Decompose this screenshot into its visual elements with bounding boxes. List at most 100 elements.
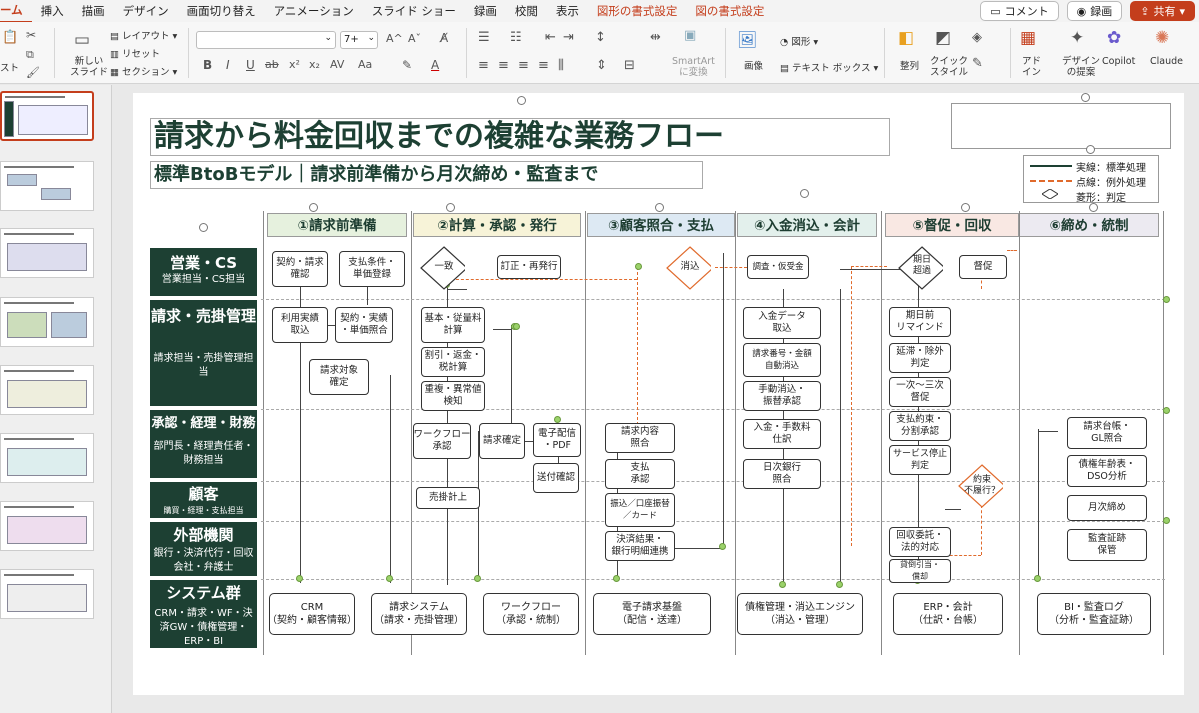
font-size-combo[interactable]: 7+⌄: [340, 31, 378, 49]
tab-slideshow[interactable]: スライド ショー: [371, 4, 456, 18]
flow-box[interactable]: 請求番号・金額 自動消込: [743, 343, 821, 377]
subscript-icon[interactable]: x₂: [309, 58, 320, 71]
rotate-handle-icon[interactable]: [1089, 203, 1098, 212]
flow-box[interactable]: 利用実績 取込: [272, 307, 328, 343]
arrange-icon[interactable]: ◧: [898, 28, 915, 48]
flow-box[interactable]: 契約・実績 ・単価照合: [335, 307, 393, 343]
columns-icon[interactable]: ⫼: [558, 58, 564, 73]
lane-customer[interactable]: 顧客購買・経理・支払担当: [149, 481, 258, 519]
arrange-button[interactable]: 整列: [900, 61, 920, 72]
quick-styles-button[interactable]: クイック スタイル: [930, 56, 969, 78]
flow-box[interactable]: 一次〜三次 督促: [889, 377, 951, 407]
slide-thumbnail[interactable]: [0, 297, 94, 347]
decision-diamond[interactable]: [665, 245, 711, 291]
highlight-icon[interactable]: ✎: [402, 58, 413, 72]
slide-thumbnail[interactable]: [0, 569, 94, 619]
flow-box[interactable]: 延滞・除外 判定: [889, 343, 951, 373]
tab-view[interactable]: 表示: [555, 4, 579, 18]
flow-box[interactable]: 回収委託・ 法的対応: [889, 527, 951, 557]
flow-box[interactable]: 請求台帳・ GL照合: [1067, 417, 1147, 449]
flow-box[interactable]: 売掛計上: [416, 487, 480, 509]
slide-thumbnail[interactable]: [0, 91, 94, 141]
flow-box[interactable]: 送付確認: [533, 463, 579, 493]
decision-diamond[interactable]: [419, 245, 465, 291]
text-direction-icon[interactable]: ⇕: [596, 58, 607, 73]
slide-thumbnail[interactable]: [0, 228, 94, 278]
flow-box[interactable]: 請求確定: [479, 423, 525, 459]
flow-box[interactable]: 手動消込・ 振替承認: [743, 381, 821, 411]
numbering-icon[interactable]: ☷: [510, 30, 522, 45]
bullets-icon[interactable]: ☰: [478, 30, 490, 45]
shape-fill-icon[interactable]: ◈: [972, 30, 982, 45]
slide-thumbnail[interactable]: [0, 365, 94, 415]
align-text-icon[interactable]: ⊟: [624, 58, 635, 73]
format-painter-icon[interactable]: 🖌: [26, 66, 40, 79]
slide-subtitle[interactable]: 標準BtoBモデル｜請求前準備から月次締め・監査まで: [150, 161, 703, 189]
smartart-button[interactable]: SmartArt に変換: [672, 56, 715, 78]
rotate-handle-icon[interactable]: [655, 203, 664, 212]
justify-icon[interactable]: ≡: [538, 58, 549, 73]
flow-box[interactable]: 請求内容 照合: [605, 423, 675, 453]
quick-styles-icon[interactable]: ◩: [935, 28, 952, 48]
flow-box[interactable]: 重複・異常値 検知: [421, 381, 485, 411]
phase-header-4[interactable]: ④入金消込・会計: [737, 213, 877, 237]
shapes-button[interactable]: ◔ 図形 ▾: [780, 37, 819, 48]
flow-box[interactable]: 振込／口座振替 ／カード: [605, 493, 675, 527]
flow-box[interactable]: 決済結果・ 銀行明細連携: [605, 531, 675, 561]
rotate-handle-icon[interactable]: [1081, 93, 1090, 102]
slide-thumbnail[interactable]: [0, 501, 94, 551]
flow-box[interactable]: 監査証跡 保管: [1067, 529, 1147, 561]
italic-icon[interactable]: I: [226, 58, 230, 72]
flow-box[interactable]: 支払条件・ 単価登録: [339, 251, 405, 287]
rotate-handle-icon[interactable]: [961, 203, 970, 212]
system-box[interactable]: CRM （契約・顧客情報）: [267, 593, 357, 635]
system-box[interactable]: ワークフロー （承認・統制）: [483, 593, 579, 635]
claude-button[interactable]: Claude: [1150, 56, 1183, 67]
flow-box[interactable]: 月次締め: [1067, 495, 1147, 521]
flow-box[interactable]: 割引・返金・ 税計算: [421, 347, 485, 377]
copilot-button[interactable]: Copilot: [1102, 56, 1136, 67]
comment-button[interactable]: ▭コメント: [980, 1, 1059, 21]
slide-thumbnail[interactable]: [0, 161, 94, 211]
indent-decrease-icon[interactable]: ⇤: [545, 30, 556, 45]
indent-increase-icon[interactable]: ⇥: [563, 30, 574, 45]
copy-icon[interactable]: ⧉: [26, 48, 34, 61]
tab-design[interactable]: デザイン: [122, 4, 169, 18]
paste-label[interactable]: スト: [0, 63, 20, 74]
rotate-handle-icon[interactable]: [1086, 145, 1095, 154]
line-spacing-icon[interactable]: ↕: [595, 30, 606, 45]
underline-icon[interactable]: U: [246, 58, 255, 72]
align-left-icon[interactable]: ≡: [478, 58, 489, 73]
tab-draw[interactable]: 描画: [81, 4, 105, 18]
claude-icon[interactable]: ✺: [1155, 28, 1170, 48]
tab-home[interactable]: ーム: [0, 0, 32, 23]
flow-box[interactable]: サービス停止 判定: [889, 445, 951, 475]
layout-button[interactable]: ▤ レイアウト ▾: [110, 31, 178, 42]
font-name-combo[interactable]: ⌄: [196, 31, 336, 49]
flow-box[interactable]: 日次銀行 照合: [743, 459, 821, 489]
rotate-handle-icon[interactable]: [446, 203, 455, 212]
system-box[interactable]: 電子請求基盤 （配信・送達）: [593, 593, 711, 635]
system-box[interactable]: ERP・会計 （仕訳・台帳）: [893, 593, 1003, 635]
font-color-icon[interactable]: A: [431, 58, 440, 72]
clear-format-icon[interactable]: A̸: [440, 31, 449, 45]
shape-outline-icon[interactable]: ✎: [972, 56, 983, 71]
share-button[interactable]: ⇪共有▾: [1130, 1, 1195, 21]
phase-header-2[interactable]: ②計算・承認・発行: [413, 213, 581, 237]
tab-insert[interactable]: 挿入: [40, 4, 64, 18]
empty-textbox[interactable]: [951, 103, 1171, 149]
flow-box[interactable]: 入金・手数料 仕訳: [743, 419, 821, 449]
flow-box[interactable]: ワークフロー 承認: [413, 423, 471, 459]
font-shrink-icon[interactable]: Aˇ: [408, 32, 422, 45]
change-case-icon[interactable]: Aa: [358, 58, 373, 71]
system-box[interactable]: 債権管理・消込エンジン （消込・管理）: [737, 593, 863, 635]
image-icon[interactable]: 🖼: [737, 30, 758, 49]
tab-animations[interactable]: アニメーション: [273, 4, 354, 18]
image-button[interactable]: 画像: [744, 61, 764, 72]
phase-header-1[interactable]: ①請求前準備: [267, 213, 407, 237]
rotate-handle-icon[interactable]: [199, 223, 208, 232]
flow-box[interactable]: 基本・従量料 計算: [421, 307, 485, 343]
align-center-icon[interactable]: ≡: [498, 58, 509, 73]
